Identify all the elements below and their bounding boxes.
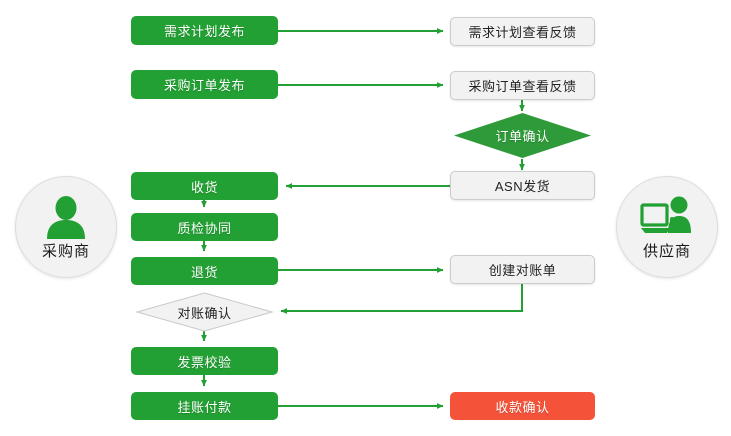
node-label: 质检协同 xyxy=(177,220,232,236)
node-goods-receipt[interactable]: 收货 xyxy=(131,172,278,200)
diamond-shape xyxy=(135,292,274,332)
node-create-statement[interactable]: 创建对账单 xyxy=(450,255,595,284)
node-asn-shipment[interactable]: ASN发货 xyxy=(450,171,595,200)
actor-label: 采购商 xyxy=(41,243,90,260)
node-label: 退货 xyxy=(190,264,218,280)
node-label: 需求计划查看反馈 xyxy=(468,25,577,40)
person-at-computer-icon xyxy=(640,193,694,239)
node-order-feedback[interactable]: 采购订单查看反馈 xyxy=(450,71,595,100)
node-return-goods[interactable]: 退货 xyxy=(131,257,278,285)
node-label: 收货 xyxy=(190,179,218,195)
edge-create-statement-to-reconcile xyxy=(280,284,523,314)
node-purchase-order-publish[interactable]: 采购订单发布 xyxy=(131,70,278,99)
node-order-confirm[interactable]: 订单确认 xyxy=(454,113,591,158)
node-demand-plan-feedback[interactable]: 需求计划查看反馈 xyxy=(450,17,595,46)
node-label: 采购订单查看反馈 xyxy=(468,79,577,94)
node-label: 创建对账单 xyxy=(488,263,557,278)
node-label: ASN发货 xyxy=(494,179,551,194)
node-quality-collab[interactable]: 质检协同 xyxy=(131,213,278,241)
node-label: 挂账付款 xyxy=(177,399,232,415)
actor-buyer[interactable]: 采购商 xyxy=(15,176,117,278)
node-label: 采购订单发布 xyxy=(163,78,245,93)
person-icon xyxy=(39,193,93,239)
node-label: 需求计划发布 xyxy=(163,24,245,39)
actor-label: 供应商 xyxy=(642,243,691,260)
node-invoice-verify[interactable]: 发票校验 xyxy=(131,347,278,375)
node-payable-payment[interactable]: 挂账付款 xyxy=(131,392,278,420)
node-demand-plan-publish[interactable]: 需求计划发布 xyxy=(131,16,278,45)
node-label: 发票校验 xyxy=(177,354,232,370)
node-reconcile-confirm[interactable]: 对账确认 xyxy=(135,292,274,332)
node-label: 收款确认 xyxy=(495,399,550,415)
diamond-shape xyxy=(454,113,591,158)
actor-supplier[interactable]: 供应商 xyxy=(616,176,718,278)
node-receipt-confirm[interactable]: 收款确认 xyxy=(450,392,595,420)
